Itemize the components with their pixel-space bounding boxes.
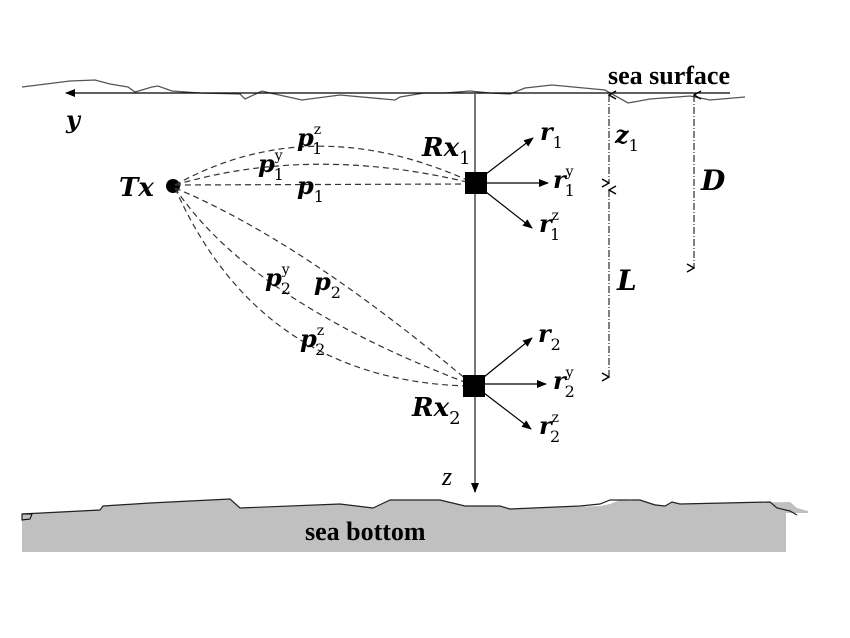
sea-surface-label: sea surface — [608, 61, 730, 90]
svg-text:r2: r2 — [538, 319, 561, 354]
sea-surface-line — [21, 79, 746, 104]
transmitter-dot — [166, 179, 180, 193]
path-p2y — [174, 187, 468, 384]
ray-r2 — [483, 337, 533, 378]
label-p2: p2 — [314, 267, 341, 302]
svg-text:rz2: rz2 — [539, 410, 560, 446]
z-axis-label: z — [441, 462, 452, 491]
svg-text:Rx2: Rx2 — [411, 393, 461, 429]
sea-bottom — [22, 499, 808, 552]
path-p2z — [174, 187, 468, 387]
sea-bottom-label: sea bottom — [305, 517, 426, 546]
label-r2: r2 — [538, 319, 561, 354]
seabed-corner-mark — [21, 513, 33, 521]
svg-text:r1: r1 — [540, 117, 563, 152]
ray-r2z — [483, 392, 532, 430]
sea-bottom-edge — [21, 498, 798, 516]
svg-text:pz2: pz2 — [300, 323, 325, 359]
label-z1: z1 — [614, 120, 639, 155]
receiver-1 — [465, 172, 487, 194]
label-L: L — [616, 264, 637, 297]
svg-text:Rx1: Rx1 — [421, 133, 471, 169]
receiver-1-label: Rx1 — [421, 133, 471, 169]
svg-text:pz1: pz1 — [297, 122, 322, 158]
transmitter-label: Tx — [119, 173, 154, 203]
receiver-2 — [463, 375, 485, 397]
svg-text:ry1: ry1 — [553, 164, 575, 200]
svg-text:p2: p2 — [314, 267, 341, 302]
svg-text:py1: py1 — [258, 148, 284, 184]
path-p1z — [174, 145, 468, 186]
ray-r1z — [485, 191, 533, 229]
svg-text:py2: py2 — [265, 262, 291, 298]
label-p1: p1 — [297, 171, 324, 206]
svg-text:rz1: rz1 — [539, 208, 560, 244]
ray-r1 — [485, 137, 534, 175]
svg-text:ry2: ry2 — [553, 365, 575, 401]
svg-text:p1: p1 — [297, 171, 324, 206]
label-r1: r1 — [540, 117, 563, 152]
path-p2 — [174, 187, 468, 381]
y-axis-label: y — [65, 105, 82, 134]
svg-text:z1: z1 — [614, 120, 639, 155]
path-p1 — [174, 183, 468, 186]
label-D: D — [700, 164, 726, 197]
receiver-2-label: Rx2 — [411, 393, 461, 429]
path-p1y — [174, 163, 468, 186]
